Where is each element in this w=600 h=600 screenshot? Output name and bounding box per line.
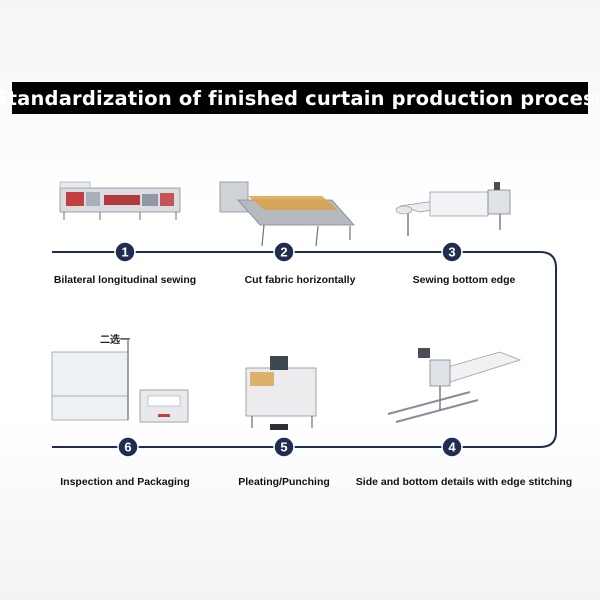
step-5-number: 5: [280, 440, 287, 455]
page-title: Standardization of finished curtain prod…: [0, 82, 600, 114]
step-6-label: Inspection and Packaging: [60, 476, 190, 488]
machine-5-illustration: [245, 356, 317, 430]
step-4-number: 4: [448, 440, 456, 455]
machine-3-illustration: [395, 182, 511, 236]
step-1-number: 1: [121, 245, 128, 260]
step-3-number: 3: [448, 245, 455, 260]
machine-1-illustration: [59, 181, 181, 220]
machine-4-illustration: [387, 348, 522, 423]
machine-6-illustration: [51, 340, 189, 423]
alternative-choice-note: 二选一: [100, 335, 130, 346]
step-6-badge: 6: [117, 436, 139, 458]
step-4-label: Side and bottom details with edge stitch…: [355, 476, 573, 488]
step-2-badge: 2: [273, 241, 295, 263]
step-1-label: Bilateral longitudinal sewing: [53, 274, 197, 286]
step-5-badge: 5: [273, 436, 295, 458]
step-5-label: Pleating/Punching: [238, 476, 330, 488]
step-6-number: 6: [124, 440, 131, 455]
flow-connector-line: [52, 251, 557, 448]
step-1-badge: 1: [114, 241, 136, 263]
step-3-label: Sewing bottom edge: [412, 274, 516, 286]
step-4-badge: 4: [441, 436, 463, 458]
step-3-badge: 3: [441, 241, 463, 263]
step-2-number: 2: [280, 245, 287, 260]
step-2-label: Cut fabric horizontally: [244, 274, 356, 286]
machine-2-illustration: [219, 181, 355, 247]
